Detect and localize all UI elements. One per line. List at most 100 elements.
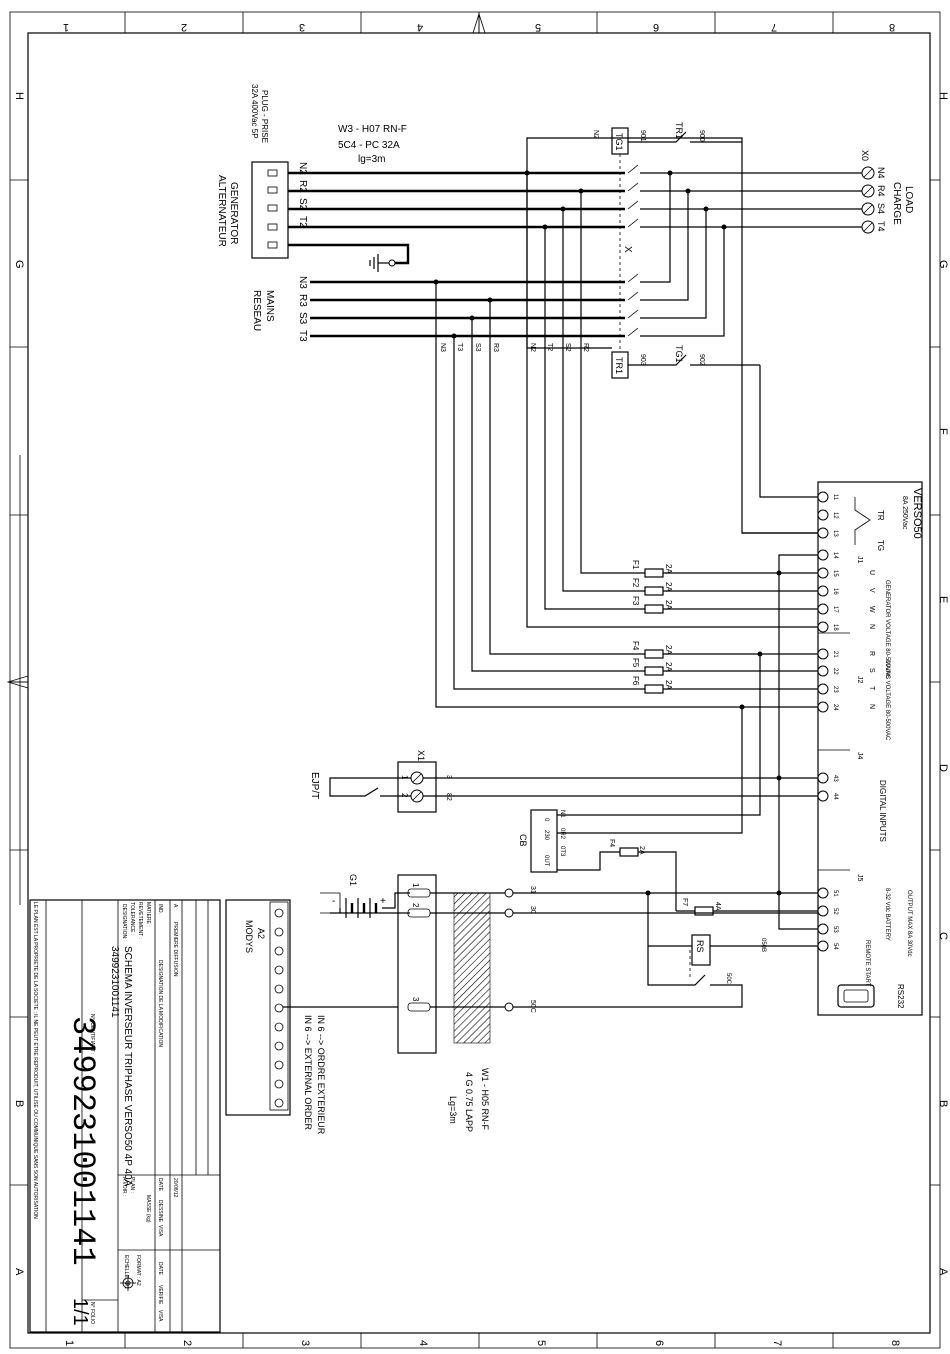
cb-label: CB <box>518 834 528 847</box>
mod-label: DESIGNATION DE LA MODIFICATION <box>157 960 163 1047</box>
remote-start: REMOTE START <box>864 940 870 987</box>
fuse-label: F5 <box>631 658 640 668</box>
x1-wire: 82 <box>445 793 452 801</box>
rs-relay-coil <box>691 934 711 966</box>
fuse-rating: 2A <box>664 680 673 690</box>
plug2-wire: 50C <box>529 1000 536 1013</box>
g1-label: G1 <box>348 874 358 886</box>
rs232-label: RS232 <box>896 984 905 1009</box>
uvwn: N <box>868 624 875 629</box>
term-num: 44 <box>832 793 838 800</box>
term-num: 15 <box>832 570 838 577</box>
line-label: T3 <box>297 330 308 342</box>
mains-voltage: MAINS VOLTAGE 80-500VAC <box>884 660 890 741</box>
format: FORMAT : A2 <box>135 1255 141 1286</box>
row-letter: F <box>937 428 949 435</box>
alternateur-label: ALTERNATEUR <box>216 175 227 247</box>
bus-label: R2 <box>582 343 589 352</box>
term-num: 23 <box>832 686 838 693</box>
output-max: OUTPUT MAX 8A 30Vdc <box>906 890 912 957</box>
modys-in6-fr: IN 6 --> ORDRE EXTERIEUR <box>316 1015 326 1135</box>
line-label: T4 <box>876 221 886 232</box>
bottom-label: 903 <box>639 354 646 366</box>
rs232-connector-icon <box>837 984 875 1008</box>
bus-label: T2 <box>546 343 553 351</box>
revetement: REVETEMENT : <box>137 902 143 939</box>
generator-plug: GENERATOR ALTERNATEUR PLUG - PRISE 32A 4… <box>216 84 289 259</box>
load-label: LOAD <box>903 186 914 213</box>
row-letter: C <box>937 932 949 940</box>
bus-drops <box>433 170 818 708</box>
fuse-rating: 2A <box>664 564 673 574</box>
rstn: T <box>868 686 875 691</box>
row-letter: B <box>13 1100 25 1107</box>
generator-lines: N2 R2 S2 T2 <box>288 162 625 265</box>
charge-label: CHARGE <box>891 182 902 225</box>
row-letters-right: H G F E D C B A <box>937 92 949 1276</box>
bottom-label: 902 <box>698 354 705 366</box>
term-num: 52 <box>832 908 838 915</box>
term-num: 11 <box>832 494 838 501</box>
cable-w3-length: lg=3m <box>358 154 386 165</box>
tr1-contact-label: TR1 <box>674 122 684 139</box>
frame-outer <box>9 11 941 1349</box>
j4-label: J4 <box>856 752 863 760</box>
plug2-wire: 31 <box>529 886 536 894</box>
remote-start-wiring: F7 4A RS 050B 50C <box>645 890 818 1008</box>
rs-label: RS <box>695 940 705 953</box>
plug2-term: 2 <box>411 903 420 908</box>
col-number: 1 <box>63 21 69 33</box>
bus-label: N3 <box>439 343 446 352</box>
folio: 1/1 <box>69 1298 91 1326</box>
designation-label: DESIGNATION: <box>121 904 127 939</box>
x0-label: X0 <box>860 150 870 161</box>
j1-label: J1 <box>856 556 863 564</box>
digital-inputs-label: DIGITAL INPUTS <box>878 780 887 842</box>
x1-terminal-block: X1 1 2 EJP/T 3 82 <box>309 750 818 813</box>
battery-g1: G1 - + <box>320 874 410 918</box>
cable-w1-name: W1 - H05 RN-F <box>480 1068 490 1131</box>
fuse-label: F3 <box>631 596 640 606</box>
col-numbers-bottom: 1 2 3 4 5 6 7 8 <box>63 1340 901 1346</box>
tg1-label: TG1 <box>614 133 624 151</box>
row-letter: G <box>937 260 949 269</box>
fuse-bank: F1 F2 F3 F4 F5 F6 2A 2A 2A 2A 2A 2A <box>631 560 818 710</box>
col-number: 6 <box>653 1340 665 1346</box>
tg-label: TG <box>876 540 885 551</box>
ejp-label: EJP/T <box>309 772 320 799</box>
row-letter: A <box>13 1268 25 1276</box>
tg1-contact-label: TG1 <box>674 345 684 363</box>
load-terminals: N4 R4 S4 T4 X0 LOAD CHARGE <box>640 150 914 337</box>
col-number: 5 <box>535 21 541 33</box>
row-letter: H <box>937 92 949 100</box>
echelle: ECHELLE : 1/1 <box>123 1255 129 1289</box>
drawing-frame: 1 2 3 4 5 6 7 8 1 2 3 4 5 6 7 8 H G B A <box>6 11 949 1349</box>
line-label: R2 <box>297 180 308 193</box>
footer-note: LE PLAN EST LA PROPRIETE DE LA SOCIETE ;… <box>32 902 38 1219</box>
verso50-controller: VERSO50 8A 250Vac TR TG 11 12 13 14 15 1… <box>817 481 923 1016</box>
term-num: 22 <box>832 668 838 675</box>
verso-terminals <box>817 491 829 952</box>
drawing-id: 3499231001141 <box>64 1016 101 1266</box>
plug2-wire: 30 <box>529 906 536 914</box>
mains-lines: N3 R3 S3 T3 MAINS RESEAU <box>251 276 625 342</box>
modys-name: A2 <box>256 928 266 939</box>
id-label: N° IDENTIFIANT : <box>89 1014 95 1055</box>
row-letter: H <box>13 92 25 100</box>
cable-w1-shield <box>453 892 491 1044</box>
verso50-title: VERSO50 <box>911 488 923 539</box>
cb-wire: 0T3 <box>559 846 565 857</box>
battery-label: 8-32 Vdc BATTERY <box>884 888 890 941</box>
cable-w3: W3 - H07 RN-F 5C4 - PC 32A lg=3m <box>338 124 407 165</box>
rstn: N <box>868 704 875 709</box>
bus-label: N2 <box>529 343 536 352</box>
rstn: S <box>868 668 875 673</box>
g1-minus: - <box>332 896 335 907</box>
uvwn: U <box>868 570 875 575</box>
term-num: 12 <box>832 512 838 519</box>
fuse-rating: 2A <box>664 662 673 672</box>
j5-label: J5 <box>856 874 863 882</box>
line-label: R4 <box>876 185 886 197</box>
g1-plus: + <box>380 896 386 907</box>
col-number: 8 <box>889 21 895 33</box>
